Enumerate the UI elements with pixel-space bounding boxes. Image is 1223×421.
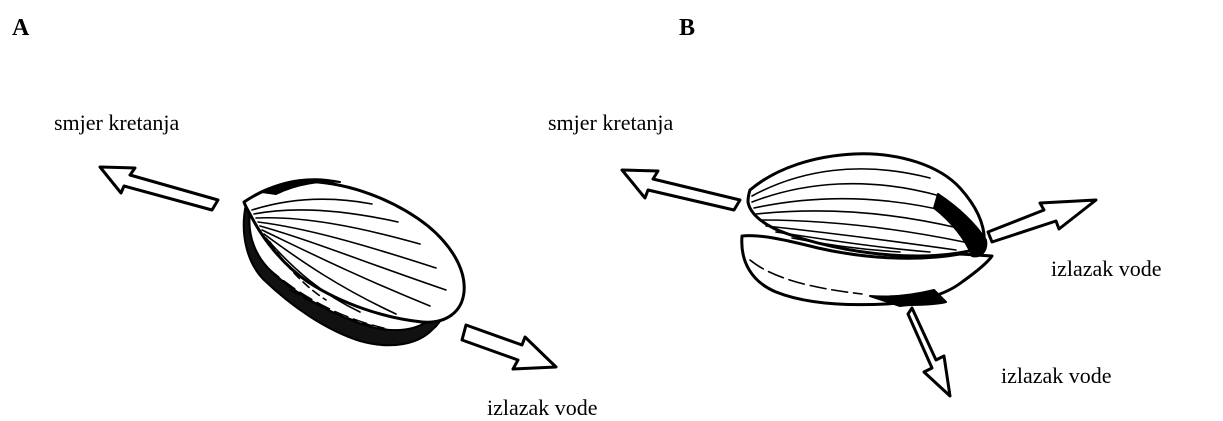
movement-direction-label: smjer kretanja <box>548 110 674 135</box>
panel-b: B <box>548 0 1223 421</box>
movement-arrow-icon <box>98 165 220 212</box>
water-out-arrow-icon <box>986 198 1098 244</box>
water-outlet-label-right: izlazak vode <box>1051 256 1162 281</box>
panel-letter: B <box>679 15 696 41</box>
movement-arrow-icon <box>620 168 742 212</box>
water-outlet-label-bottom: izlazak vode <box>1001 363 1112 388</box>
scallop-shell-icon <box>242 178 466 347</box>
panel-letter: A <box>12 15 30 41</box>
water-out-arrow-icon <box>460 323 558 371</box>
panel-a: A <box>0 0 600 421</box>
water-out-arrow-icon <box>906 306 952 398</box>
movement-direction-label: smjer kretanja <box>54 110 180 135</box>
scallop-shell-icon <box>740 152 994 307</box>
water-outlet-label: izlazak vode <box>487 395 598 420</box>
panel-b-illustration <box>620 152 1098 398</box>
panel-a-illustration <box>98 165 558 371</box>
